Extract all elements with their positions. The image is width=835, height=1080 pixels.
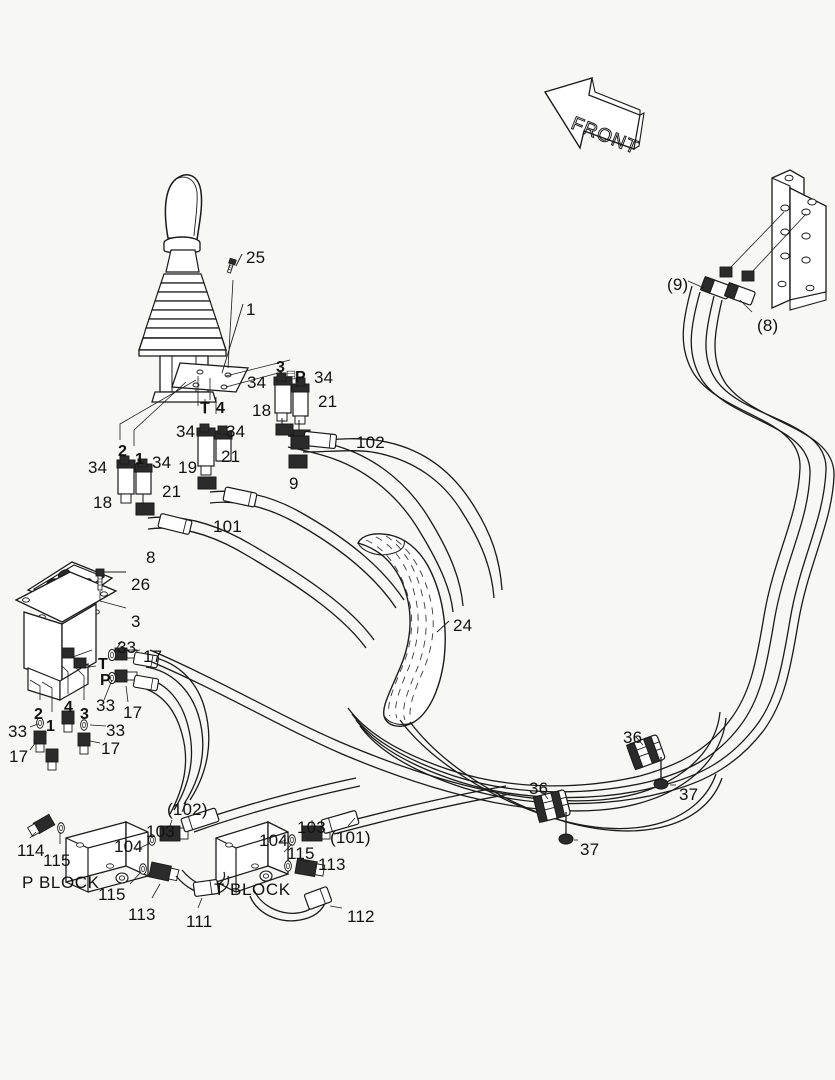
callout-c104a: 104 xyxy=(114,837,143,856)
callout-c33b: 33 xyxy=(96,696,116,715)
callout-c21c: 21 xyxy=(162,482,182,501)
valve-outlet-ferrules xyxy=(132,651,160,692)
callout-c33a: 33 xyxy=(117,638,137,657)
callout-c34c: 34 xyxy=(176,422,196,441)
callout-c102: 102 xyxy=(356,433,385,452)
leader-1a xyxy=(221,303,244,374)
washers-34 xyxy=(119,372,306,468)
callout-c18b: 18 xyxy=(93,493,113,512)
main-hose-runs xyxy=(149,285,835,832)
callout-c21b: 21 xyxy=(221,447,241,466)
callout-c115c: 115 xyxy=(287,844,315,863)
fitting-cluster-p-port xyxy=(273,370,311,443)
port-leader-lines xyxy=(119,359,291,446)
callout-c113a: 113 xyxy=(128,905,156,924)
callout-c115b: 115 xyxy=(98,885,126,904)
callout-cPj: P xyxy=(295,369,306,386)
callout-c34e: 34 xyxy=(88,458,108,477)
callout-c34a: 34 xyxy=(247,373,267,392)
callout-c104b: 104 xyxy=(259,831,288,850)
callout-cTj: T xyxy=(200,400,210,417)
callout-c103a: 103 xyxy=(146,822,175,841)
callout-c1a: 1 xyxy=(246,300,256,319)
callout-c101: 101 xyxy=(213,517,242,536)
p-block-fittings xyxy=(27,813,189,899)
joystick-assembly xyxy=(138,174,250,403)
callout-c17c: 17 xyxy=(9,747,29,766)
callout-c34f: 34 xyxy=(152,453,172,472)
bottom-hose-ferrules xyxy=(192,879,343,910)
callout-c113b: 113 xyxy=(318,855,346,874)
callout-c34d: 34 xyxy=(226,422,246,441)
callout-c111: 111 xyxy=(186,912,213,931)
callout-c101p: (101) xyxy=(330,828,371,847)
callout-c4b: 4 xyxy=(64,699,74,716)
callout-cTv: T xyxy=(98,656,108,673)
mounting-bracket xyxy=(729,169,827,311)
callout-c102p: (102) xyxy=(167,800,208,819)
callout-c3a: 3 xyxy=(276,359,286,376)
callout-c3c: 3 xyxy=(80,706,90,723)
corrugated-hose-sleeve-24 xyxy=(356,533,446,727)
leader-24 xyxy=(436,620,450,633)
valve-outlet-hoses xyxy=(145,655,210,815)
leader-25 xyxy=(235,253,243,267)
hose-clamp-right xyxy=(625,734,676,790)
callout-c19: 19 xyxy=(178,458,198,477)
callout-c34b: 34 xyxy=(314,368,334,387)
t-block xyxy=(215,820,289,893)
callout-c37b: 37 xyxy=(580,840,600,859)
fitting-cluster-t-port xyxy=(196,427,233,490)
t-block-fittings xyxy=(279,820,331,878)
callout-c24: 24 xyxy=(453,616,473,635)
callout-c1c: 1 xyxy=(46,718,56,735)
bulkhead-fittings xyxy=(687,266,756,313)
block-inlet-ferrules xyxy=(180,801,360,834)
callout-c17d: 17 xyxy=(101,739,121,758)
callout-c36a: 36 xyxy=(623,728,643,747)
callout-c2a: 2 xyxy=(118,443,128,460)
callout-cPv: P xyxy=(100,672,111,689)
callout-c17a: 17 xyxy=(143,647,163,666)
callout-c2b: 2 xyxy=(34,706,44,723)
callout-c33c: 33 xyxy=(8,722,28,741)
callout-c26: 26 xyxy=(131,575,151,594)
callout-c33d: 33 xyxy=(106,721,126,740)
callout-c112: 112 xyxy=(347,907,375,926)
joystick-bellows xyxy=(142,273,223,339)
valve-port-leaders xyxy=(29,649,97,712)
callout-c18a: 18 xyxy=(252,401,272,420)
callout-c115a: 115 xyxy=(43,851,71,870)
callout-c4a: 4 xyxy=(216,400,226,417)
leader-25-tip xyxy=(227,279,234,369)
callout-c9: 9 xyxy=(289,474,299,493)
callout-c103b: 103 xyxy=(297,818,326,837)
callout-c9p: (9) xyxy=(667,275,689,294)
callout-c8p: (8) xyxy=(757,316,779,335)
fitting-cluster-left xyxy=(116,459,155,516)
valve-port-fittings xyxy=(29,640,141,771)
callout-c21a: 21 xyxy=(318,392,338,411)
callout-c3b: 3 xyxy=(131,612,141,631)
callout-ctblk: T BLOCK xyxy=(214,880,291,899)
callout-c8a: 8 xyxy=(146,548,156,567)
callout-c1b: 1 xyxy=(135,451,145,468)
hose-ferrules-upper xyxy=(157,430,338,535)
hose-clamp-left xyxy=(532,789,578,845)
callout-c37a: 37 xyxy=(679,785,699,804)
p-block xyxy=(65,820,149,893)
callout-c36b: 36 xyxy=(529,779,549,798)
callout-c17b: 17 xyxy=(123,703,143,722)
callout-c114: 114 xyxy=(17,841,45,860)
callout-c25: 25 xyxy=(246,248,266,267)
callout-cpblk: P BLOCK xyxy=(22,873,100,892)
pilot-valve-assembly xyxy=(14,561,127,702)
